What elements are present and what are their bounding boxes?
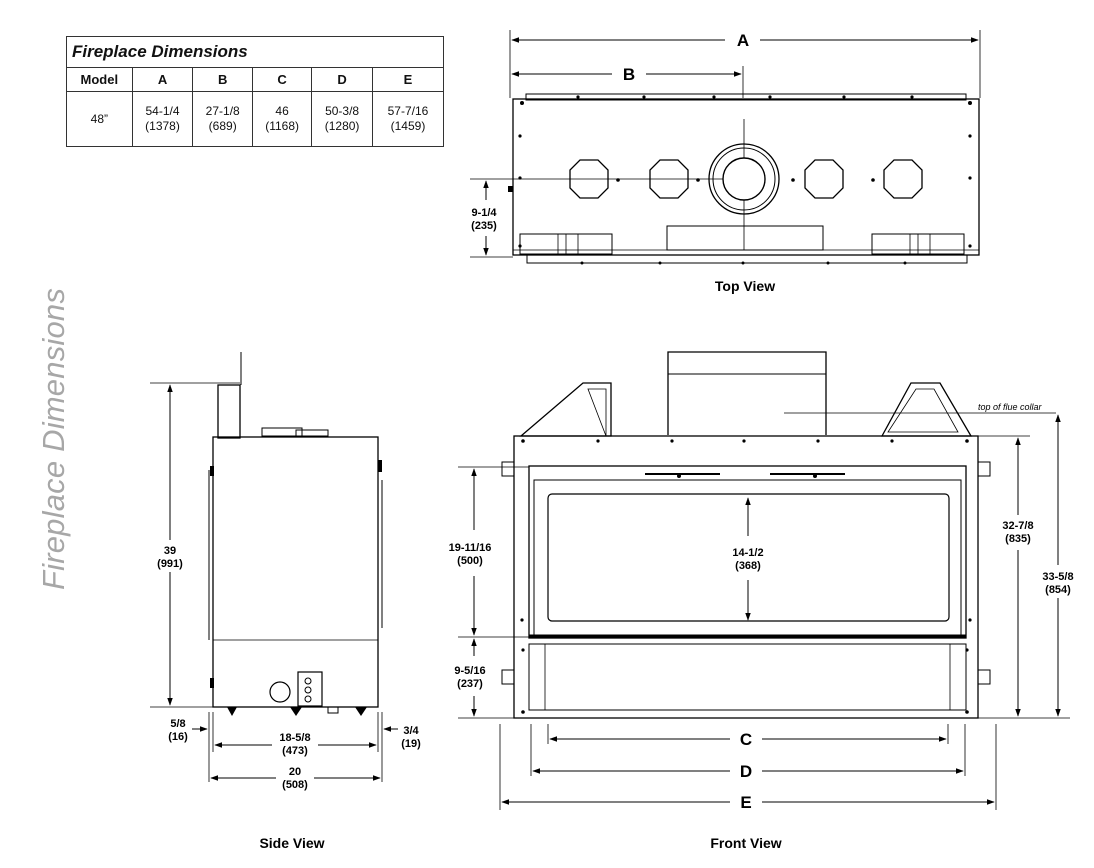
side-view-height-dim: 39 (991) [157, 384, 183, 706]
front-dim-d: D [532, 762, 964, 781]
cell-a-metric: (1378) [145, 119, 180, 133]
cell-b-metric: (689) [208, 119, 237, 133]
table-row: 48” 54-1/4(1378) 27-1/8(689) 46(1168) 50… [66, 91, 445, 147]
top-view-dim-a: A [511, 31, 979, 50]
cell-c: 46(1168) [251, 91, 313, 147]
header-d: D [311, 67, 373, 92]
dim-d-label: D [740, 762, 752, 781]
header-c: C [251, 67, 313, 92]
cell-c-metric: (1168) [265, 119, 299, 133]
table-title: Fireplace Dimensions [66, 36, 444, 68]
base-height-metric: (237) [457, 678, 483, 690]
front-dim-e: E [501, 793, 995, 812]
top-view-caption: Top View [715, 278, 775, 294]
side-depth-imperial: 20 [289, 766, 301, 778]
front-dim-c: C [549, 730, 947, 749]
inner-depth-imperial: 18-5/8 [279, 732, 310, 744]
dim-e-label: E [740, 793, 751, 812]
dim-a-label: A [737, 31, 749, 50]
dim-c-label: C [740, 730, 752, 749]
cell-a: 54-1/4(1378) [131, 91, 194, 147]
header-model: Model [66, 67, 133, 92]
top-view [470, 30, 981, 265]
inner-depth-metric: (473) [282, 745, 308, 757]
side-view [150, 352, 383, 782]
front-view [458, 351, 1070, 810]
front-opening-height-dim: 19-11/16 (500) [449, 468, 492, 636]
front-total-height-dim: 33-5/8 (854) [1042, 414, 1074, 717]
cell-c-imperial: 46 [275, 104, 289, 118]
right-offset-imperial: 3/4 [403, 725, 419, 737]
dimensions-table: Fireplace Dimensions Model A B C D E 48”… [66, 36, 445, 147]
header-e: E [371, 67, 445, 92]
left-offset-metric: (16) [168, 731, 188, 743]
dim-b-label: B [623, 65, 635, 84]
right-offset-metric: (19) [401, 738, 421, 750]
base-height-imperial: 9-5/16 [454, 665, 485, 677]
cell-d-metric: (1280) [324, 119, 360, 133]
total-height-imperial: 33-5/8 [1042, 571, 1073, 583]
left-offset-imperial: 5/8 [170, 718, 185, 730]
cell-b-imperial: 27-1/8 [205, 104, 240, 118]
front-body-height-dim: 32-7/8 (835) [1002, 437, 1034, 717]
cell-e: 57-7/16(1459) [371, 91, 445, 147]
side-view-inner-depth-dim: 18-5/8 (473) [214, 732, 377, 757]
side-view-right-offset-dim: 3/4 (19) [383, 725, 421, 750]
front-view-caption: Front View [710, 835, 781, 851]
cell-model: 48” [66, 91, 133, 147]
front-glass-height-dim: 14-1/2 (368) [732, 497, 764, 621]
side-view-depth-dim: 20 (508) [210, 766, 381, 791]
glass-height-imperial: 14-1/2 [732, 547, 763, 559]
cell-d-imperial: 50-3/8 [325, 104, 360, 118]
glass-height-metric: (368) [735, 560, 761, 572]
opening-height-imperial: 19-11/16 [449, 542, 492, 554]
side-depth-metric: (508) [282, 779, 308, 791]
body-height-imperial: 32-7/8 [1002, 520, 1033, 532]
total-height-metric: (854) [1045, 584, 1071, 596]
side-height-imperial: 39 [164, 545, 176, 557]
top-view-dim-b: B [511, 65, 742, 84]
top-depth-metric: (235) [471, 220, 497, 232]
top-depth-imperial: 9-1/4 [471, 207, 497, 219]
side-view-left-offset-dim: 5/8 (16) [168, 718, 208, 743]
cell-e-imperial: 57-7/16 [387, 104, 429, 118]
flue-collar-note: top of flue collar [978, 402, 1043, 412]
table-header-row: Model A B C D E [66, 67, 445, 92]
front-base-height-dim: 9-5/16 (237) [454, 638, 486, 717]
opening-height-metric: (500) [457, 555, 483, 567]
side-height-metric: (991) [157, 558, 183, 570]
cell-a-imperial: 54-1/4 [145, 104, 180, 118]
body-height-metric: (835) [1005, 533, 1031, 545]
top-view-depth-dim: 9-1/4 (235) [471, 180, 497, 256]
cell-e-metric: (1459) [390, 119, 426, 133]
side-view-caption: Side View [259, 835, 324, 851]
